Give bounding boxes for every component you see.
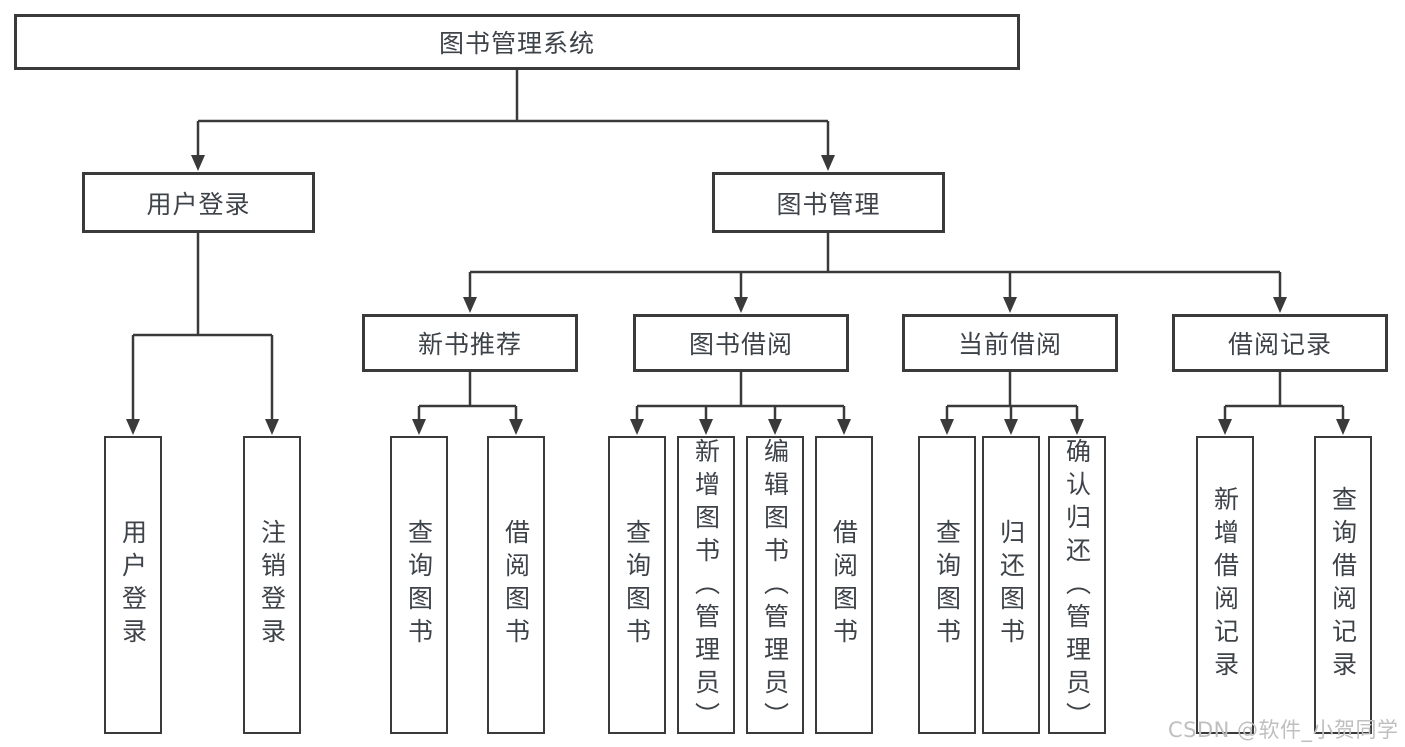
leaf-user-login: 用户登录 [104,436,162,734]
watermark: CSDN @软件_小贺同学 [1168,718,1399,742]
node-label: 新书推荐 [417,330,522,359]
node-label: 图书管理系统 [438,29,595,58]
node-label: 图书借阅 [688,330,793,359]
leaf-label: 新增图书（管理员） [691,438,721,735]
leaf-add-borrow-record: 新增借阅记录 [1196,436,1254,734]
node-library-management-system: 图书管理系统 [14,14,1020,70]
leaf-label: 查询图书 [404,519,434,651]
leaf-label: 借阅图书 [829,519,859,651]
leaf-label: 查询图书 [932,519,962,651]
leaf-logout: 注销登录 [243,436,301,734]
node-user-login: 用户登录 [82,172,315,233]
leaf-label: 编辑图书（管理员） [760,438,790,735]
leaf-label: 归还图书 [996,519,1026,651]
leaf-query-books-current: 查询图书 [918,436,976,734]
node-new-book-recommendation: 新书推荐 [362,314,578,372]
leaf-return-books: 归还图书 [982,436,1040,734]
node-borrowing-records: 借阅记录 [1172,314,1388,372]
leaf-label: 借阅图书 [501,519,531,651]
leaf-query-books-borrow: 查询图书 [608,436,666,734]
node-label: 用户登录 [146,189,251,219]
leaf-edit-book-admin: 编辑图书（管理员） [746,436,804,735]
leaf-confirm-return-admin: 确认归还（管理员） [1048,436,1106,735]
leaf-borrow-books-rec: 借阅图书 [487,436,545,734]
leaf-query-books-rec: 查询图书 [390,436,448,734]
leaf-label: 查询图书 [622,519,652,651]
leaf-label: 新增借阅记录 [1210,486,1240,684]
leaf-label: 注销登录 [257,519,287,651]
node-label: 借阅记录 [1227,330,1332,359]
node-label: 图书管理 [776,189,881,219]
leaf-add-book-admin: 新增图书（管理员） [677,436,735,735]
leaf-borrow-books: 借阅图书 [815,436,873,734]
leaf-label: 确认归还（管理员） [1062,438,1092,735]
leaf-label: 用户登录 [118,519,148,651]
node-current-borrowing: 当前借阅 [902,314,1118,372]
node-book-borrowing: 图书借阅 [633,314,849,372]
node-book-management: 图书管理 [712,172,945,233]
node-label: 当前借阅 [957,330,1062,359]
leaf-label: 查询借阅记录 [1328,486,1358,684]
leaf-query-borrow-record: 查询借阅记录 [1314,436,1372,734]
